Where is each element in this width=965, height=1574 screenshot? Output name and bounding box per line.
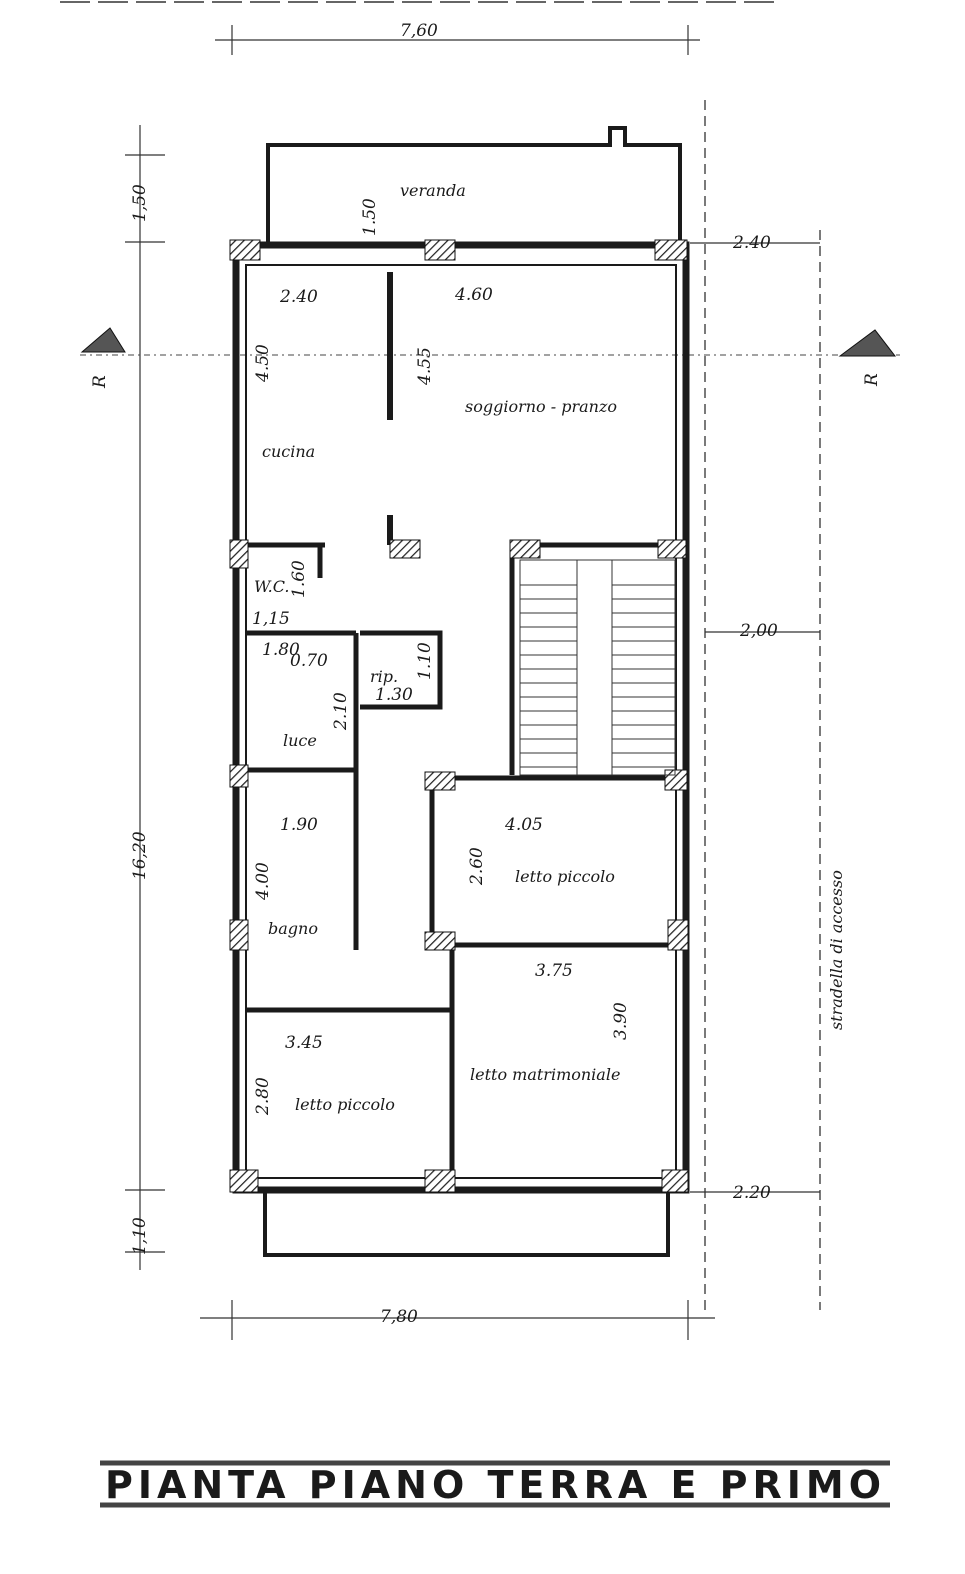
svg-text:1,15: 1,15	[252, 609, 290, 629]
room-label-cucina: cucina	[262, 442, 315, 461]
dimension-lines	[80, 25, 900, 1340]
svg-text:R: R	[862, 373, 882, 387]
svg-text:2.40: 2.40	[732, 233, 771, 253]
section-marker-left: R	[80, 327, 126, 389]
svg-text:R: R	[90, 375, 110, 389]
room-label-rip: rip.	[370, 667, 398, 686]
svg-text:7,80: 7,80	[380, 1307, 418, 1327]
svg-text:2.20: 2.20	[732, 1183, 771, 1203]
svg-text:2,00: 2,00	[739, 621, 778, 641]
svg-text:16,20: 16,20	[130, 831, 150, 880]
svg-text:4.05: 4.05	[504, 815, 543, 835]
staircase	[519, 559, 676, 776]
room-label-luce: luce	[283, 731, 317, 750]
svg-text:2.80: 2.80	[253, 1077, 273, 1116]
room-label-letto-piccolo-1: letto piccolo	[515, 867, 615, 886]
svg-text:4.50: 4.50	[253, 344, 273, 383]
svg-text:1.90: 1.90	[280, 815, 318, 835]
room-label-wc: W.C.	[254, 577, 290, 596]
room-label-letto-piccolo-2: letto piccolo	[295, 1095, 395, 1114]
drawing-title: PIANTA PIANO TERRA E PRIMO	[100, 1460, 890, 1508]
svg-text:7,60: 7,60	[400, 21, 438, 41]
svg-text:1.30: 1.30	[375, 685, 413, 705]
svg-text:0.70: 0.70	[290, 651, 328, 671]
room-label-soggiorno: soggiorno - pranzo	[465, 397, 617, 416]
svg-text:2.60: 2.60	[467, 847, 487, 886]
svg-text:3.90: 3.90	[611, 1002, 631, 1040]
svg-text:1,10: 1,10	[130, 1217, 150, 1255]
svg-text:1.10: 1.10	[415, 642, 435, 680]
section-marker-right: R	[838, 329, 897, 387]
svg-text:3.75: 3.75	[535, 961, 573, 981]
title-text: PIANTA PIANO TERRA E PRIMO	[105, 1463, 885, 1507]
room-label-bagno: bagno	[268, 919, 318, 938]
dimension-labels: 7,60 7,80 16,20 1,50 1,10 1.50 2.40 2,00…	[130, 21, 778, 1327]
svg-text:1.80: 1.80	[262, 640, 300, 660]
room-label-veranda: veranda	[400, 181, 466, 200]
svg-text:3.45: 3.45	[285, 1033, 323, 1053]
walls	[229, 239, 690, 1194]
room-labels: veranda cucina soggiorno - pranzo W.C. r…	[254, 181, 846, 1114]
svg-text:2.10: 2.10	[331, 692, 351, 731]
svg-text:2.40: 2.40	[279, 287, 318, 307]
svg-text:1,50: 1,50	[130, 184, 150, 222]
svg-text:4.55: 4.55	[415, 347, 435, 386]
street-label: stradella di accesso	[827, 870, 846, 1030]
veranda-railing	[263, 126, 682, 1257]
svg-text:1.60: 1.60	[289, 560, 309, 598]
svg-text:4.60: 4.60	[454, 285, 493, 305]
room-label-letto-matrimoniale: letto matrimoniale	[470, 1065, 620, 1084]
svg-text:4.00: 4.00	[253, 862, 273, 901]
svg-text:1.50: 1.50	[360, 198, 380, 236]
